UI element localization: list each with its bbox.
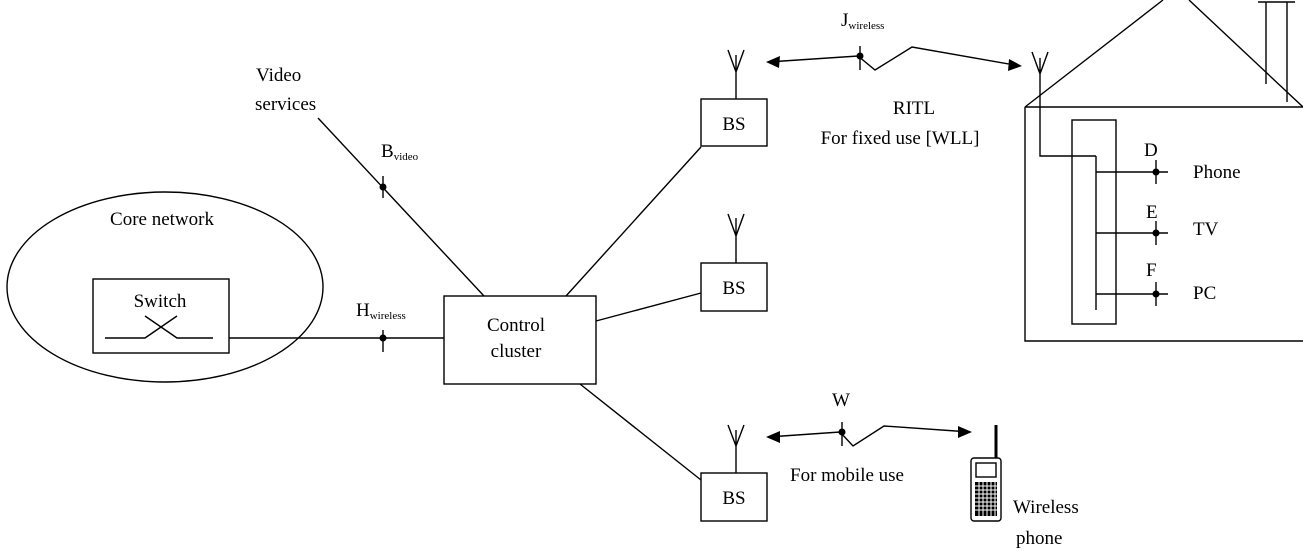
h-interface-label: Hwireless [356,300,406,322]
video-services-line1: Video [256,65,301,86]
house-roof-left [1024,0,1164,108]
arrow-left-icon [766,431,780,443]
b-interface-point [379,183,387,191]
d-interface-point [1152,168,1160,176]
wireless-phone-line2: phone [1016,528,1062,549]
base-station-1: BS [700,49,768,147]
control-cluster-line1: Control [487,315,545,336]
antenna-icon [727,49,745,99]
j-interface-label: Jwireless [841,10,884,32]
ritl-label: RITL [893,98,935,119]
e-interface-point [1152,229,1160,237]
ritl-fixed-use-label: For fixed use [WLL] [821,128,980,149]
pc-label: PC [1193,283,1216,304]
core-network-label: Core network [110,209,214,230]
antenna-icon [1031,51,1049,107]
phone-screen [975,462,997,478]
video-services-line2: services [255,94,316,115]
distribution-box [1071,119,1117,325]
house-walls [1024,107,1303,342]
mobile-use-label: For mobile use [790,465,904,486]
base-station-3: BS [700,424,768,522]
base-station-2: BS [700,213,768,312]
bs3-box [700,472,768,522]
j-interface-point [856,52,864,60]
d-interface-label: D [1144,140,1158,161]
arrow-right-icon [958,426,972,438]
chimney [1258,1,1295,102]
wireless-phone-line1: Wireless [1013,497,1079,518]
phone-keypad [975,482,997,516]
j-link-line [767,46,1021,71]
j-wireless-link: Jwireless [766,10,1022,71]
video-link [317,117,485,297]
arrow-left-icon [766,56,780,68]
arrow-right-icon [1008,59,1022,71]
bs3-label: BS [722,488,745,509]
w-wireless-link: W [766,390,972,447]
switch: Switch [92,278,230,354]
wireless-phone-icon [970,425,1002,522]
f-interface-point [1152,290,1160,298]
antenna-icon [727,424,745,473]
antenna-icon [727,213,745,263]
switch-cross-icon [105,315,213,339]
control-cluster-box [443,295,597,385]
antenna-feed [1039,107,1096,157]
house: D Phone E TV F PC [1024,0,1303,342]
core-network: Core network Switch [6,191,324,383]
cluster-to-bs3-link [579,383,702,481]
b-interface-label: Bvideo [381,141,419,163]
control-cluster-line2: cluster [491,341,542,362]
control-cluster: Control cluster [443,295,597,385]
bs2-box [700,262,768,312]
h-interface-point [379,334,387,342]
phone-label: Phone [1193,162,1241,183]
cluster-to-bs2-link [595,292,702,322]
switch-label: Switch [134,291,187,312]
bs1-label: BS [722,114,745,135]
w-link-line [767,425,971,447]
switch-box [92,278,230,354]
core-network-ellipse [6,191,324,383]
e-interface-label: E [1146,202,1158,223]
house-roof-right [1025,0,1303,108]
w-interface-point [838,428,846,436]
cluster-to-bs1-link [565,146,702,297]
tv-label: TV [1193,219,1219,240]
f-interface-label: F [1146,260,1157,281]
w-interface-label: W [832,390,850,411]
bs2-label: BS [722,278,745,299]
bs1-box [700,98,768,147]
